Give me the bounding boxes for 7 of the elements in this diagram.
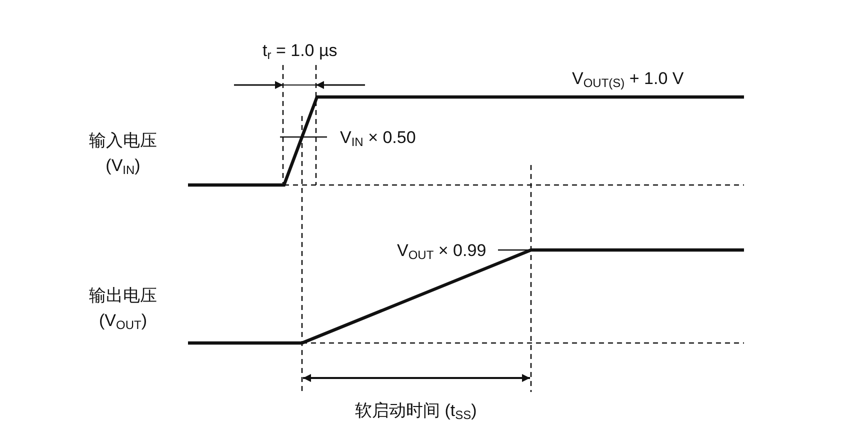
voltage-label: V$_{OUT}$ × 0.99 <box>397 240 486 263</box>
signal-label: 输出电压 (V$_{OUT}$) <box>88 285 158 333</box>
signal-label: 输入电压 (V$_{IN}$) <box>88 130 158 178</box>
voltage-label: V$_{OUT(S)}$ + 1.0 V <box>572 68 684 91</box>
time-label: 软启动时间 (t$_{SS}$) <box>355 400 477 423</box>
voltage-label: V$_{IN}$ × 0.50 <box>340 127 416 150</box>
time-label: t$_{r}$ = 1.0 µs <box>262 40 338 63</box>
